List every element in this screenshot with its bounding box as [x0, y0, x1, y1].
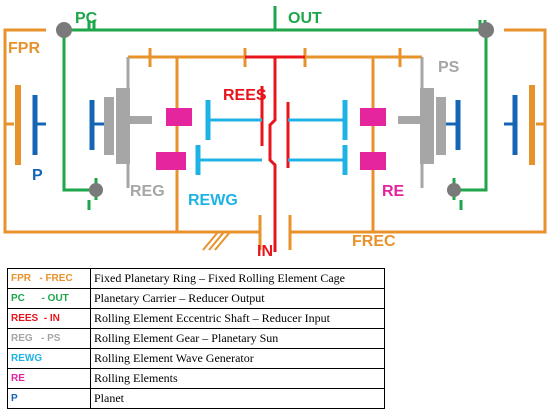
label-ps: PS [438, 59, 460, 76]
legend-description: Rolling Element Gear – Planetary Sun [90, 328, 385, 349]
label-in: IN [257, 243, 273, 260]
label-rees: REES [223, 87, 267, 104]
legend-code: PC - OUT [7, 288, 91, 309]
ps-gear [398, 57, 446, 188]
legend-code: P [7, 388, 91, 409]
reg-gear [104, 57, 152, 188]
rolling-elements-re [156, 108, 386, 170]
label-fpr: FPR [8, 40, 40, 57]
fixed-frame-fpr-frec [3, 28, 547, 250]
left-fixed-ring [15, 85, 21, 165]
legend-description: Rolling Elements [90, 368, 385, 389]
label-reg: REG [130, 183, 165, 200]
label-pc: PC [75, 10, 98, 27]
bearing-joints [56, 22, 494, 197]
legend-description: Rolling Element Eccentric Shaft – Reduce… [90, 308, 385, 329]
legend-code: REG - PS [7, 328, 91, 349]
legend-description: Planet [90, 388, 385, 409]
legend-code: FPR - FREC [7, 268, 91, 289]
label-frec: FREC [352, 233, 396, 250]
legend-description: Fixed Planetary Ring – Fixed Rolling Ele… [90, 268, 385, 289]
planets [32, 95, 518, 155]
legend-code: REES - IN [7, 308, 91, 329]
legend-description: Rolling Element Wave Generator [90, 348, 385, 369]
label-out: OUT [288, 10, 322, 27]
right-fixed-ring [529, 85, 535, 165]
wave-generator-ends [195, 100, 348, 175]
eccentric-shaft-rees-in [245, 55, 305, 252]
label-re: RE [382, 183, 405, 200]
legend-code: RE [7, 368, 91, 389]
label-p: P [32, 167, 43, 184]
ground-hatch [202, 231, 231, 251]
legend-description: Planetary Carrier – Reducer Output [90, 288, 385, 309]
legend-code: REWG [7, 348, 91, 369]
label-rewg: REWG [188, 192, 238, 209]
wave-generator-rewg [198, 118, 345, 162]
gearbox-schematic: PC OUT FPR PS REES P REG RE REWG FREC IN [3, 6, 547, 260]
